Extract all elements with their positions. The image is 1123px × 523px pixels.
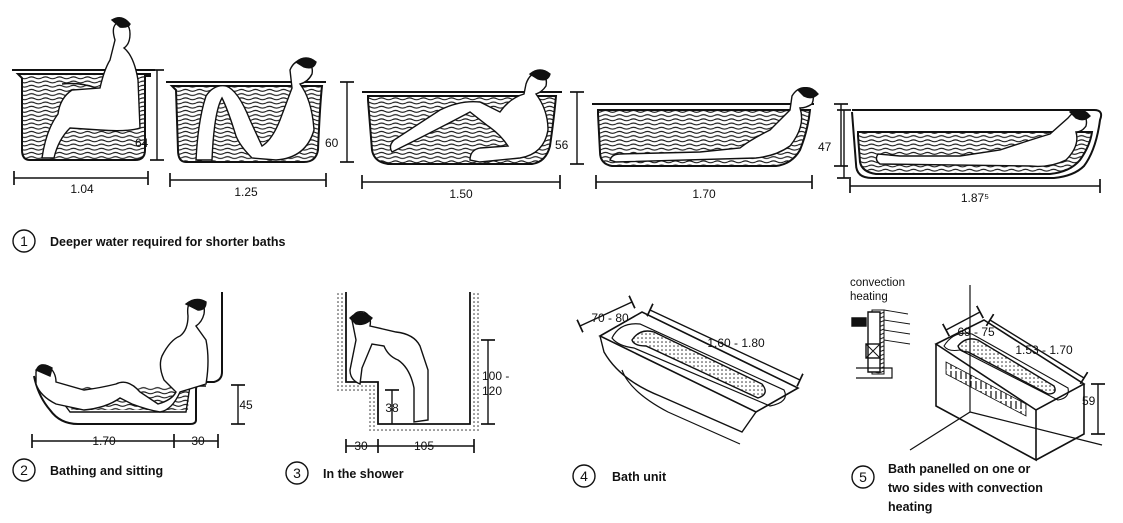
- fig3-floor-label: 105: [414, 439, 434, 453]
- fig5-length-line: [985, 313, 1089, 385]
- fig4-bath-unit: [576, 295, 804, 445]
- fig2-seat-label: 30: [191, 434, 205, 448]
- bath-1-figure: [12, 17, 155, 161]
- fig5-length-label: 1.53 - 1.70: [1015, 343, 1073, 357]
- caption-1-text: Deeper water required for shorter baths: [50, 235, 286, 249]
- bath-3-length: 1.50: [449, 187, 473, 201]
- caption-1-number: 1: [20, 233, 28, 249]
- bath-1-length: 1.04: [70, 182, 94, 196]
- bath-1-depth: 64: [135, 136, 149, 150]
- fig3-step-label: 30: [354, 439, 368, 453]
- caption-2-text: Bathing and sitting: [50, 464, 163, 478]
- caption-2-circle: [12, 458, 36, 482]
- caption-5-line-1: Bath panelled on one or: [888, 462, 1031, 476]
- bath-2-figure: [166, 57, 326, 163]
- caption-4-text: Bath unit: [612, 470, 667, 484]
- fig4-width-line: [576, 295, 636, 333]
- fig2-bathing-sitting: [31, 292, 245, 448]
- fig2-length-label: 1.70: [92, 434, 116, 448]
- bath-5-length: 1.87⁵: [961, 191, 989, 205]
- fig3-wall-label-b: 120: [482, 384, 502, 398]
- fig5-height-label: 59: [1082, 394, 1096, 408]
- caption-5-circle: [851, 465, 875, 489]
- fig3-shower: [337, 292, 495, 453]
- fig4-length-label: 1.60 - 1.80: [707, 336, 765, 350]
- bath-2-depth: 60: [325, 136, 339, 150]
- caption-4-number: 4: [580, 468, 588, 484]
- fig3-rim-label: 38: [385, 401, 399, 415]
- fig5-heating-label: heating: [850, 291, 888, 303]
- fig3-wall-label-a: 100 -: [482, 369, 509, 383]
- bath-5-figure: [851, 109, 1103, 179]
- fig5-panelled-bath: [851, 285, 1105, 462]
- caption-3-text: In the shower: [323, 467, 404, 481]
- caption-5-line-3: heating: [888, 500, 932, 514]
- bath-4-figure: [592, 86, 819, 167]
- caption-3-circle: [285, 461, 309, 485]
- fig5-width-label: 69 - 75: [957, 325, 995, 339]
- fig5-convection-label: convection: [850, 277, 905, 289]
- caption-4-circle: [572, 464, 596, 488]
- caption-1-circle: [12, 229, 36, 253]
- fig4-width-label: 70 - 80: [591, 311, 629, 325]
- bath-3-figure: [362, 69, 562, 165]
- bath-4-depth: 47: [818, 140, 832, 154]
- bath-2-length: 1.25: [234, 185, 258, 199]
- caption-3-number: 3: [293, 465, 301, 481]
- bath-3-depth: 56: [555, 138, 569, 152]
- caption-5-number: 5: [859, 469, 867, 485]
- caption-5-line-2: two sides with convection: [888, 481, 1043, 495]
- caption-2-number: 2: [20, 462, 28, 478]
- fig2-height-label: 45: [239, 398, 253, 412]
- fig5-width-line: [941, 305, 985, 337]
- bath-4-length: 1.70: [692, 187, 716, 201]
- fig4-length-line: [646, 303, 804, 387]
